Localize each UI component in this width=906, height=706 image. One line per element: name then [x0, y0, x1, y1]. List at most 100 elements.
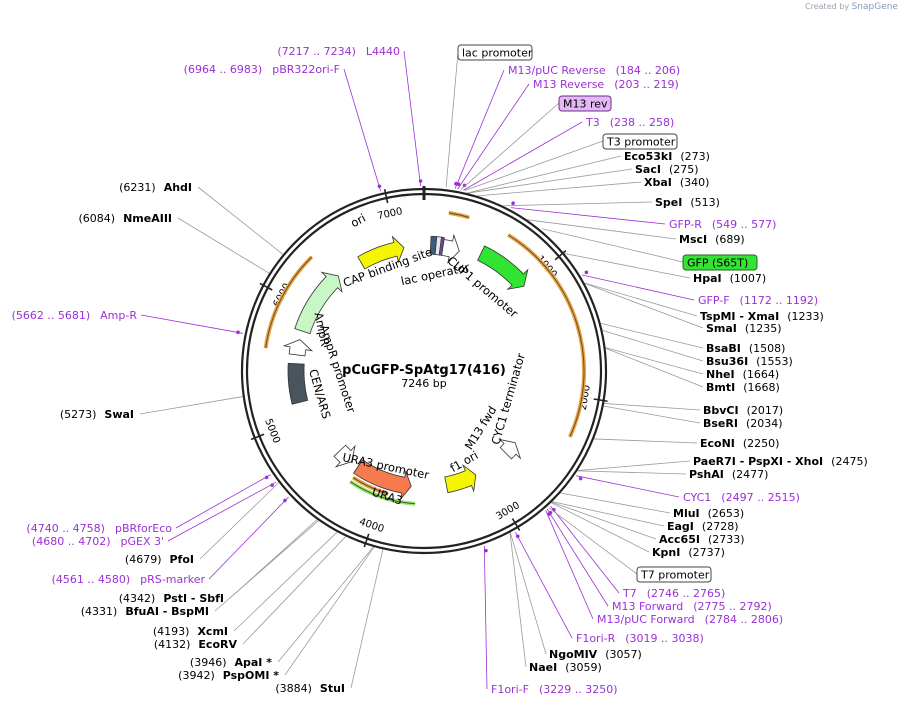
leader-line: [526, 219, 677, 240]
leader-lines: [139, 50, 704, 690]
primer-m13-reverse[interactable]: M13 Reverse(203 .. 219): [533, 78, 679, 91]
site-xbai[interactable]: XbaI(340): [644, 176, 709, 189]
site-name: BseRI: [703, 417, 738, 430]
site-eco53ki[interactable]: Eco53kI(273): [624, 150, 710, 163]
primer-m13-forward[interactable]: M13 Forward(2775 .. 2792): [612, 600, 772, 613]
site-pos: (1007): [730, 272, 767, 285]
primer-gfp-f[interactable]: GFP-F(1172 .. 1192): [698, 294, 818, 307]
ura3-promoter-arrow[interactable]: [333, 444, 356, 468]
site-saci[interactable]: SacI(275): [635, 163, 699, 176]
f1-ori-arrow[interactable]: [444, 464, 477, 494]
site-name: BfuAI - BspMI: [125, 605, 209, 618]
site-pos: (3059): [565, 661, 602, 674]
callout-box-lac-promoter[interactable]: [457, 44, 533, 61]
site-name: PspOMI *: [223, 669, 280, 682]
site-pos: (5273): [60, 408, 97, 421]
site-bmti[interactable]: BmtI(1668): [706, 381, 780, 394]
lac-promoter-arrow[interactable]: [441, 233, 460, 264]
tick-label: 3000: [494, 500, 521, 523]
site-nmeaiii[interactable]: (6084)NmeAIII: [79, 212, 173, 225]
site-mlui[interactable]: MluI(2653): [673, 507, 744, 520]
cup1-promoter-arrow[interactable]: [477, 245, 529, 290]
site-name: PfoI: [170, 553, 195, 566]
callout-box-m13-rev[interactable]: [558, 95, 612, 112]
ampr-promoter-arrow[interactable]: [282, 339, 314, 357]
site-psti-sbfi[interactable]: (4342)PstI - SbfI: [119, 592, 224, 605]
site-econi[interactable]: EcoNI(2250): [700, 437, 779, 450]
site-bbvci[interactable]: BbvCI(2017): [703, 404, 783, 417]
primer-name: M13/pUC Reverse: [508, 64, 606, 77]
site-stui[interactable]: (3884)StuI: [275, 682, 345, 695]
primer-prs-marker[interactable]: (4561 .. 4580)pRS-marker: [52, 573, 206, 586]
site-pfoi[interactable]: (4679)PfoI: [125, 553, 194, 566]
site-bsabi[interactable]: BsaBI(1508): [706, 342, 785, 355]
primer-amp-r[interactable]: (5662 .. 5681)Amp-R: [12, 309, 138, 322]
site-apai[interactable]: (3946)ApaI *: [190, 656, 272, 669]
site-spei[interactable]: SpeI(513): [655, 196, 720, 209]
primer-name: pBRforEco: [115, 522, 172, 535]
site-nhei[interactable]: NheI(1664): [706, 368, 779, 381]
tick-7000: [383, 189, 389, 204]
site-xcmi[interactable]: (4193)XcmI: [153, 625, 228, 638]
site-name: EcoRV: [198, 638, 237, 651]
site-pos: (2034): [746, 417, 783, 430]
site-smai[interactable]: SmaI(1235): [706, 322, 781, 335]
primer-m13-puc-forward[interactable]: M13/pUC Forward(2784 .. 2806): [597, 613, 783, 626]
primer-range: (4740 .. 4758): [26, 522, 105, 535]
tick-2000: [593, 398, 608, 403]
primer-name: CYC1: [683, 491, 711, 504]
leader-line: [509, 532, 547, 655]
ura3-arrow[interactable]: [352, 459, 412, 501]
site-pos: (2017): [747, 404, 784, 417]
primer-pgex-3[interactable]: (4680 .. 4702)pGEX 3': [32, 535, 164, 548]
site-acc65i[interactable]: Acc65I(2733): [659, 533, 745, 546]
ampr-arrow[interactable]: [294, 271, 343, 335]
primer-range: (184 .. 206): [616, 64, 681, 77]
primer-range: (2746 .. 2765): [647, 587, 726, 600]
primer-t3[interactable]: T3(238 .. 258): [585, 116, 674, 129]
callout-box-gfp-s65t[interactable]: [682, 254, 758, 271]
cen-ars-box[interactable]: [287, 362, 309, 405]
labels[interactable]: Eco53kI(273)SacI(275)XbaI(340) SpeI(513) M…: [12, 44, 868, 696]
callout-box-t3-promoter[interactable]: [602, 133, 678, 150]
cyc1-terminator-arrow[interactable]: [498, 438, 522, 460]
primer-f1ori-f[interactable]: F1ori-F(3229 .. 3250): [491, 683, 618, 696]
site-hpai[interactable]: HpaI(1007): [693, 272, 766, 285]
plasmid-name: pCuGFP-SpAtg17(416): [342, 363, 506, 378]
site-kpni[interactable]: KpnI(2737): [652, 546, 725, 559]
site-ecorv[interactable]: (4132)EcoRV: [154, 638, 238, 651]
primer-name: GFP-R: [669, 218, 702, 231]
leader-line: [284, 546, 375, 676]
primer-pbrforeco[interactable]: (4740 .. 4758) pBRforEco: [26, 522, 172, 535]
site-ahdi[interactable]: (6231)AhdI: [119, 181, 192, 194]
primer-gfp-r[interactable]: GFP-R(549 .. 577): [669, 218, 776, 231]
primer-t7[interactable]: T7(2746 .. 2765): [622, 587, 725, 600]
primer-l4440[interactable]: (7217 .. 7234)L4440: [277, 45, 400, 58]
site-msci[interactable]: MscI(689): [679, 233, 745, 246]
primer-pbr322ori-f[interactable]: (6964 .. 6983)pBR322ori-F: [184, 63, 340, 76]
site-bsu36i[interactable]: Bsu36I(1553): [706, 355, 793, 368]
primer-m13-puc-reverse[interactable]: M13/pUC Reverse (184 .. 206): [508, 64, 680, 77]
leader-line: [584, 282, 704, 329]
leader-line: [199, 482, 280, 560]
site-ngomiv[interactable]: NgoMIV(3057): [549, 648, 642, 661]
site-naei[interactable]: NaeI(3059): [529, 661, 602, 674]
site-name: SacI: [635, 163, 661, 176]
primer-f1ori-r[interactable]: F1ori-R(3019 .. 3038): [576, 632, 704, 645]
site-bfuai-bspmi[interactable]: (4331)BfuAI - BspMI: [81, 605, 209, 618]
callout-box-t7-promoter[interactable]: [636, 566, 712, 583]
site-pshai[interactable]: PshAI(2477): [689, 468, 768, 481]
leader-line: [464, 140, 604, 191]
site-pspomi[interactable]: (3942)PspOMI *: [178, 669, 279, 682]
site-eagi[interactable]: EagI(2728): [667, 520, 738, 533]
ori-arrow[interactable]: [357, 235, 405, 270]
site-tspmi-xmai[interactable]: TspMI - XmaI(1233): [700, 310, 824, 323]
credit-brand: SnapGene: [851, 2, 898, 12]
site-swai[interactable]: (5273)SwaI: [60, 408, 134, 421]
leader-line: [277, 546, 374, 663]
primer-range: (2775 .. 2792): [693, 600, 772, 613]
primer-cyc1[interactable]: CYC1(2497 .. 2515): [683, 491, 800, 504]
tick-4000: [363, 533, 370, 548]
site-paer7i-pspxi-xhoi[interactable]: PaeR7I - PspXI - XhoI(2475): [693, 455, 868, 468]
site-bseri[interactable]: BseRI (2034): [703, 417, 783, 430]
